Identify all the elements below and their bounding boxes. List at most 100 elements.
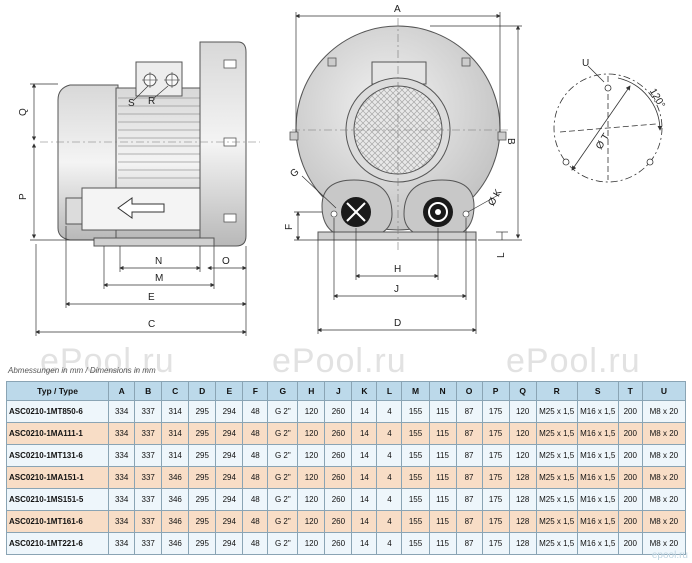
value-cell: 334 xyxy=(108,466,136,489)
value-cell: 14 xyxy=(351,400,378,423)
value-cell: 260 xyxy=(324,422,353,445)
value-cell: 87 xyxy=(455,510,483,533)
value-cell: 120 xyxy=(297,444,326,467)
dim-label-h: H xyxy=(394,264,401,275)
value-cell: 48 xyxy=(242,466,269,489)
value-cell: 294 xyxy=(215,422,244,445)
value-cell: 260 xyxy=(324,488,353,511)
value-cell: 120 xyxy=(297,422,326,445)
dim-label-b: B xyxy=(505,138,516,145)
column-header: G xyxy=(267,381,299,401)
value-cell: M8 x 20 xyxy=(641,444,687,467)
column-header: E xyxy=(215,381,244,401)
value-cell: 294 xyxy=(215,532,244,555)
value-cell: 260 xyxy=(324,532,353,555)
column-header: L xyxy=(376,381,403,401)
value-cell: 175 xyxy=(481,466,510,489)
value-cell: 48 xyxy=(242,422,269,445)
value-cell: 120 xyxy=(508,422,537,445)
value-cell: 155 xyxy=(401,532,430,555)
side-view xyxy=(40,41,260,247)
watermark-1: ePool.ru xyxy=(40,342,175,380)
value-cell: 346 xyxy=(161,488,190,511)
value-cell: 294 xyxy=(215,488,244,511)
value-cell: 14 xyxy=(351,510,378,533)
value-cell: 314 xyxy=(161,400,190,423)
value-cell: M8 x 20 xyxy=(641,510,687,533)
watermark-3: ePool.ru xyxy=(506,342,641,380)
value-cell: 334 xyxy=(108,510,136,533)
dim-label-o: O xyxy=(222,256,230,267)
column-header: Typ / Type xyxy=(5,381,110,401)
type-cell: ASC0210-1MS151-5 xyxy=(5,488,110,511)
value-cell: 200 xyxy=(617,400,643,423)
value-cell: 14 xyxy=(351,444,378,467)
value-cell: 115 xyxy=(428,444,457,467)
value-cell: 334 xyxy=(108,400,136,423)
value-cell: 295 xyxy=(188,444,217,467)
value-cell: 115 xyxy=(428,488,457,511)
value-cell: 337 xyxy=(134,422,163,445)
dim-label-m: M xyxy=(155,273,163,284)
value-cell: 4 xyxy=(376,400,403,423)
value-cell: M25 x 1,5 xyxy=(535,400,578,423)
value-cell: 120 xyxy=(297,466,326,489)
value-cell: 4 xyxy=(376,510,403,533)
type-cell: ASC0210-1MT850-6 xyxy=(5,400,110,423)
value-cell: 200 xyxy=(617,532,643,555)
column-header: B xyxy=(134,381,163,401)
value-cell: M16 x 1,5 xyxy=(576,532,619,555)
value-cell: 128 xyxy=(508,466,537,489)
value-cell: 48 xyxy=(242,400,269,423)
dimensions-caption: Abmessungen in mm / Dimensions in mm xyxy=(8,366,156,375)
value-cell: 346 xyxy=(161,466,190,489)
value-cell: 155 xyxy=(401,466,430,489)
value-cell: 337 xyxy=(134,400,163,423)
value-cell: 200 xyxy=(617,488,643,511)
value-cell: G 2" xyxy=(267,466,299,489)
value-cell: 295 xyxy=(188,532,217,555)
value-cell: M16 x 1,5 xyxy=(576,510,619,533)
value-cell: 48 xyxy=(242,510,269,533)
value-cell: 337 xyxy=(134,444,163,467)
value-cell: 155 xyxy=(401,488,430,511)
value-cell: 260 xyxy=(324,510,353,533)
value-cell: 155 xyxy=(401,510,430,533)
value-cell: M8 x 20 xyxy=(641,422,687,445)
value-cell: M25 x 1,5 xyxy=(535,466,578,489)
value-cell: G 2" xyxy=(267,532,299,555)
value-cell: 295 xyxy=(188,466,217,489)
value-cell: 294 xyxy=(215,466,244,489)
column-header: C xyxy=(161,381,190,401)
flange-bolt-holes xyxy=(562,84,654,166)
value-cell: 120 xyxy=(297,532,326,555)
value-cell: 295 xyxy=(188,488,217,511)
value-cell: 334 xyxy=(108,422,136,445)
value-cell: M16 x 1,5 xyxy=(576,422,619,445)
value-cell: 260 xyxy=(324,444,353,467)
value-cell: 115 xyxy=(428,466,457,489)
value-cell: 87 xyxy=(455,422,483,445)
value-cell: 294 xyxy=(215,444,244,467)
value-cell: 14 xyxy=(351,466,378,489)
value-cell: 200 xyxy=(617,466,643,489)
value-cell: 175 xyxy=(481,488,510,511)
value-cell: M25 x 1,5 xyxy=(535,422,578,445)
column-header: U xyxy=(641,381,687,401)
value-cell: 337 xyxy=(134,466,163,489)
column-header: N xyxy=(428,381,457,401)
value-cell: 155 xyxy=(401,422,430,445)
value-cell: G 2" xyxy=(267,422,299,445)
dim-label-n: N xyxy=(155,256,162,267)
dim-label-angle: 120° xyxy=(647,87,667,110)
column-header: A xyxy=(108,381,136,401)
value-cell: 14 xyxy=(351,488,378,511)
dim-label-d: D xyxy=(394,318,401,329)
value-cell: 14 xyxy=(351,532,378,555)
